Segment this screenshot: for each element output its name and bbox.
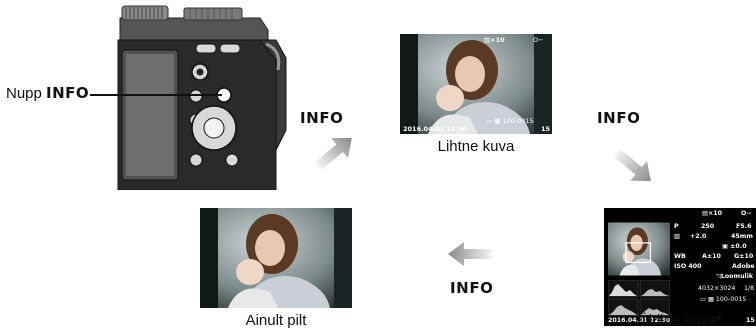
arrow-up-right-icon — [312, 132, 358, 172]
info-label-to-overall: INFO — [597, 109, 641, 127]
overall-display-screen: ▤×10 O− P 250 F5.6 ▧ +2.0 45mm ▣ ±0.0 WB… — [604, 208, 756, 326]
histograms — [608, 280, 670, 316]
simple-display-caption: Lihtne kuva — [437, 138, 515, 155]
info-label-to-simple: INFO — [300, 109, 344, 127]
simple-display-photo: ▤×10 O− ▭ ▦ 100-0015 2016.04.01 12:30 15 — [400, 34, 552, 134]
thumbnail — [608, 222, 670, 276]
overall-display-caption: Üldine kuva* — [637, 312, 723, 329]
leader-line — [90, 94, 222, 96]
image-only-photo — [200, 208, 352, 308]
arrow-left-icon — [447, 241, 493, 267]
arrow-down-right-icon — [611, 147, 657, 187]
info-label-to-image-only: INFO — [450, 279, 494, 297]
image-only-caption: Ainult pilt — [245, 312, 307, 329]
camera-illustration — [100, 0, 290, 191]
info-button-label: Nupp INFO — [6, 84, 90, 102]
